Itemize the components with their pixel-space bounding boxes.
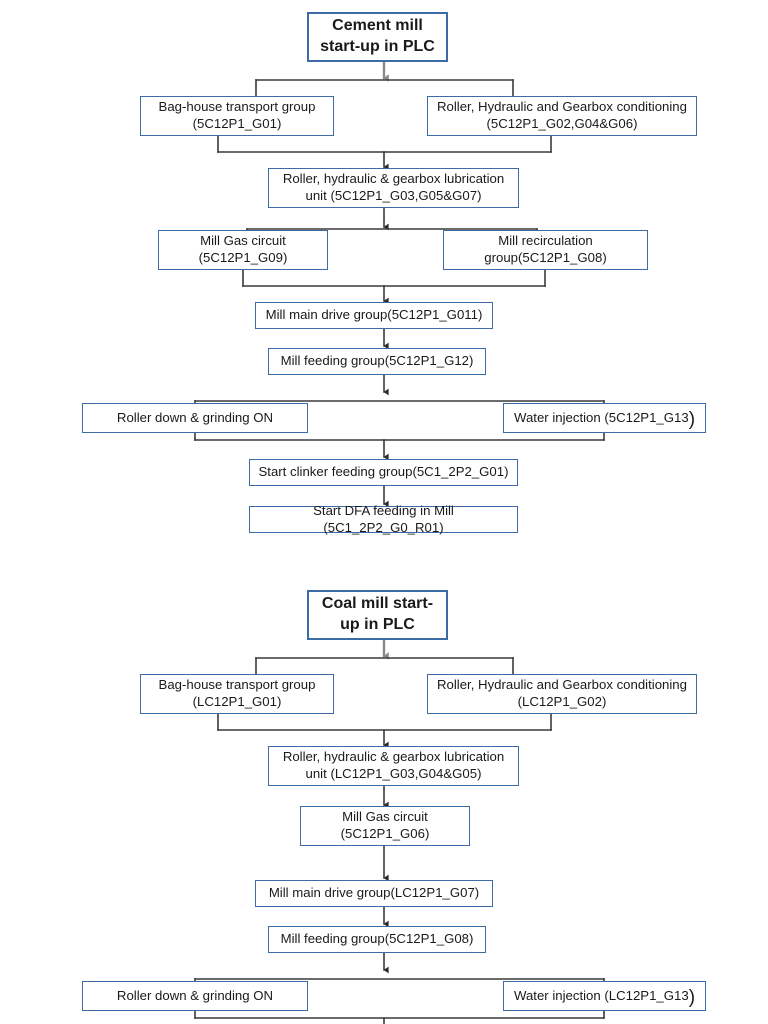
node-lubrication-unit-cement: Roller, hydraulic & gearbox lubrication … xyxy=(268,168,519,208)
node-roller-hydraulic-gearbox-conditioning-cement: Roller, Hydraulic and Gearbox conditioni… xyxy=(427,96,697,136)
node-mill-recirculation-group-cement: Mill recirculation group(5C12P1_G08) xyxy=(443,230,648,270)
node-lubrication-unit-coal: Roller, hydraulic & gearbox lubrication … xyxy=(268,746,519,786)
node-mill-feeding-group-cement: Mill feeding group(5C12P1_G12) xyxy=(268,348,486,375)
node-roller-down-grinding-on-cement: Roller down & grinding ON xyxy=(82,403,308,433)
water-injection-label-coal: Water injection (LC12P1_G13 xyxy=(513,987,689,1003)
node-coal-mill-title: Coal mill start- up in PLC xyxy=(307,590,448,640)
node-mill-feeding-group-coal: Mill feeding group(5C12P1_G08) xyxy=(268,926,486,953)
node-baghouse-transport-group-coal: Bag-house transport group (LC12P1_G01) xyxy=(140,674,334,714)
node-water-injection-cement: Water injection (5C12P1_G13) xyxy=(503,403,706,433)
node-cement-mill-title: Cement mill start-up in PLC xyxy=(307,12,448,62)
node-baghouse-transport-group-cement: Bag-house transport group (5C12P1_G01) xyxy=(140,96,334,136)
node-water-injection-coal: Water injection (LC12P1_G13) xyxy=(503,981,706,1011)
water-injection-paren-coal: ) xyxy=(688,987,696,1009)
water-injection-paren-cement: ) xyxy=(688,409,696,431)
node-roller-down-grinding-on-coal: Roller down & grinding ON xyxy=(82,981,308,1011)
node-mill-gas-circuit-coal: Mill Gas circuit (5C12P1_G06) xyxy=(300,806,470,846)
water-injection-label-cement: Water injection (5C12P1_G13 xyxy=(513,409,689,425)
node-mill-gas-circuit-cement: Mill Gas circuit (5C12P1_G09) xyxy=(158,230,328,270)
node-roller-hydraulic-gearbox-conditioning-coal: Roller, Hydraulic and Gearbox conditioni… xyxy=(427,674,697,714)
node-start-dfa-feeding-in-mill: Start DFA feeding in Mill (5C1_2P2_G0_R0… xyxy=(249,503,518,535)
node-start-clinker-feeding-group: Start clinker feeding group(5C1_2P2_G01) xyxy=(249,459,518,486)
node-mill-main-drive-group-cement: Mill main drive group(5C12P1_G011) xyxy=(255,302,493,329)
node-mill-main-drive-group-coal: Mill main drive group(LC12P1_G07) xyxy=(255,880,493,907)
